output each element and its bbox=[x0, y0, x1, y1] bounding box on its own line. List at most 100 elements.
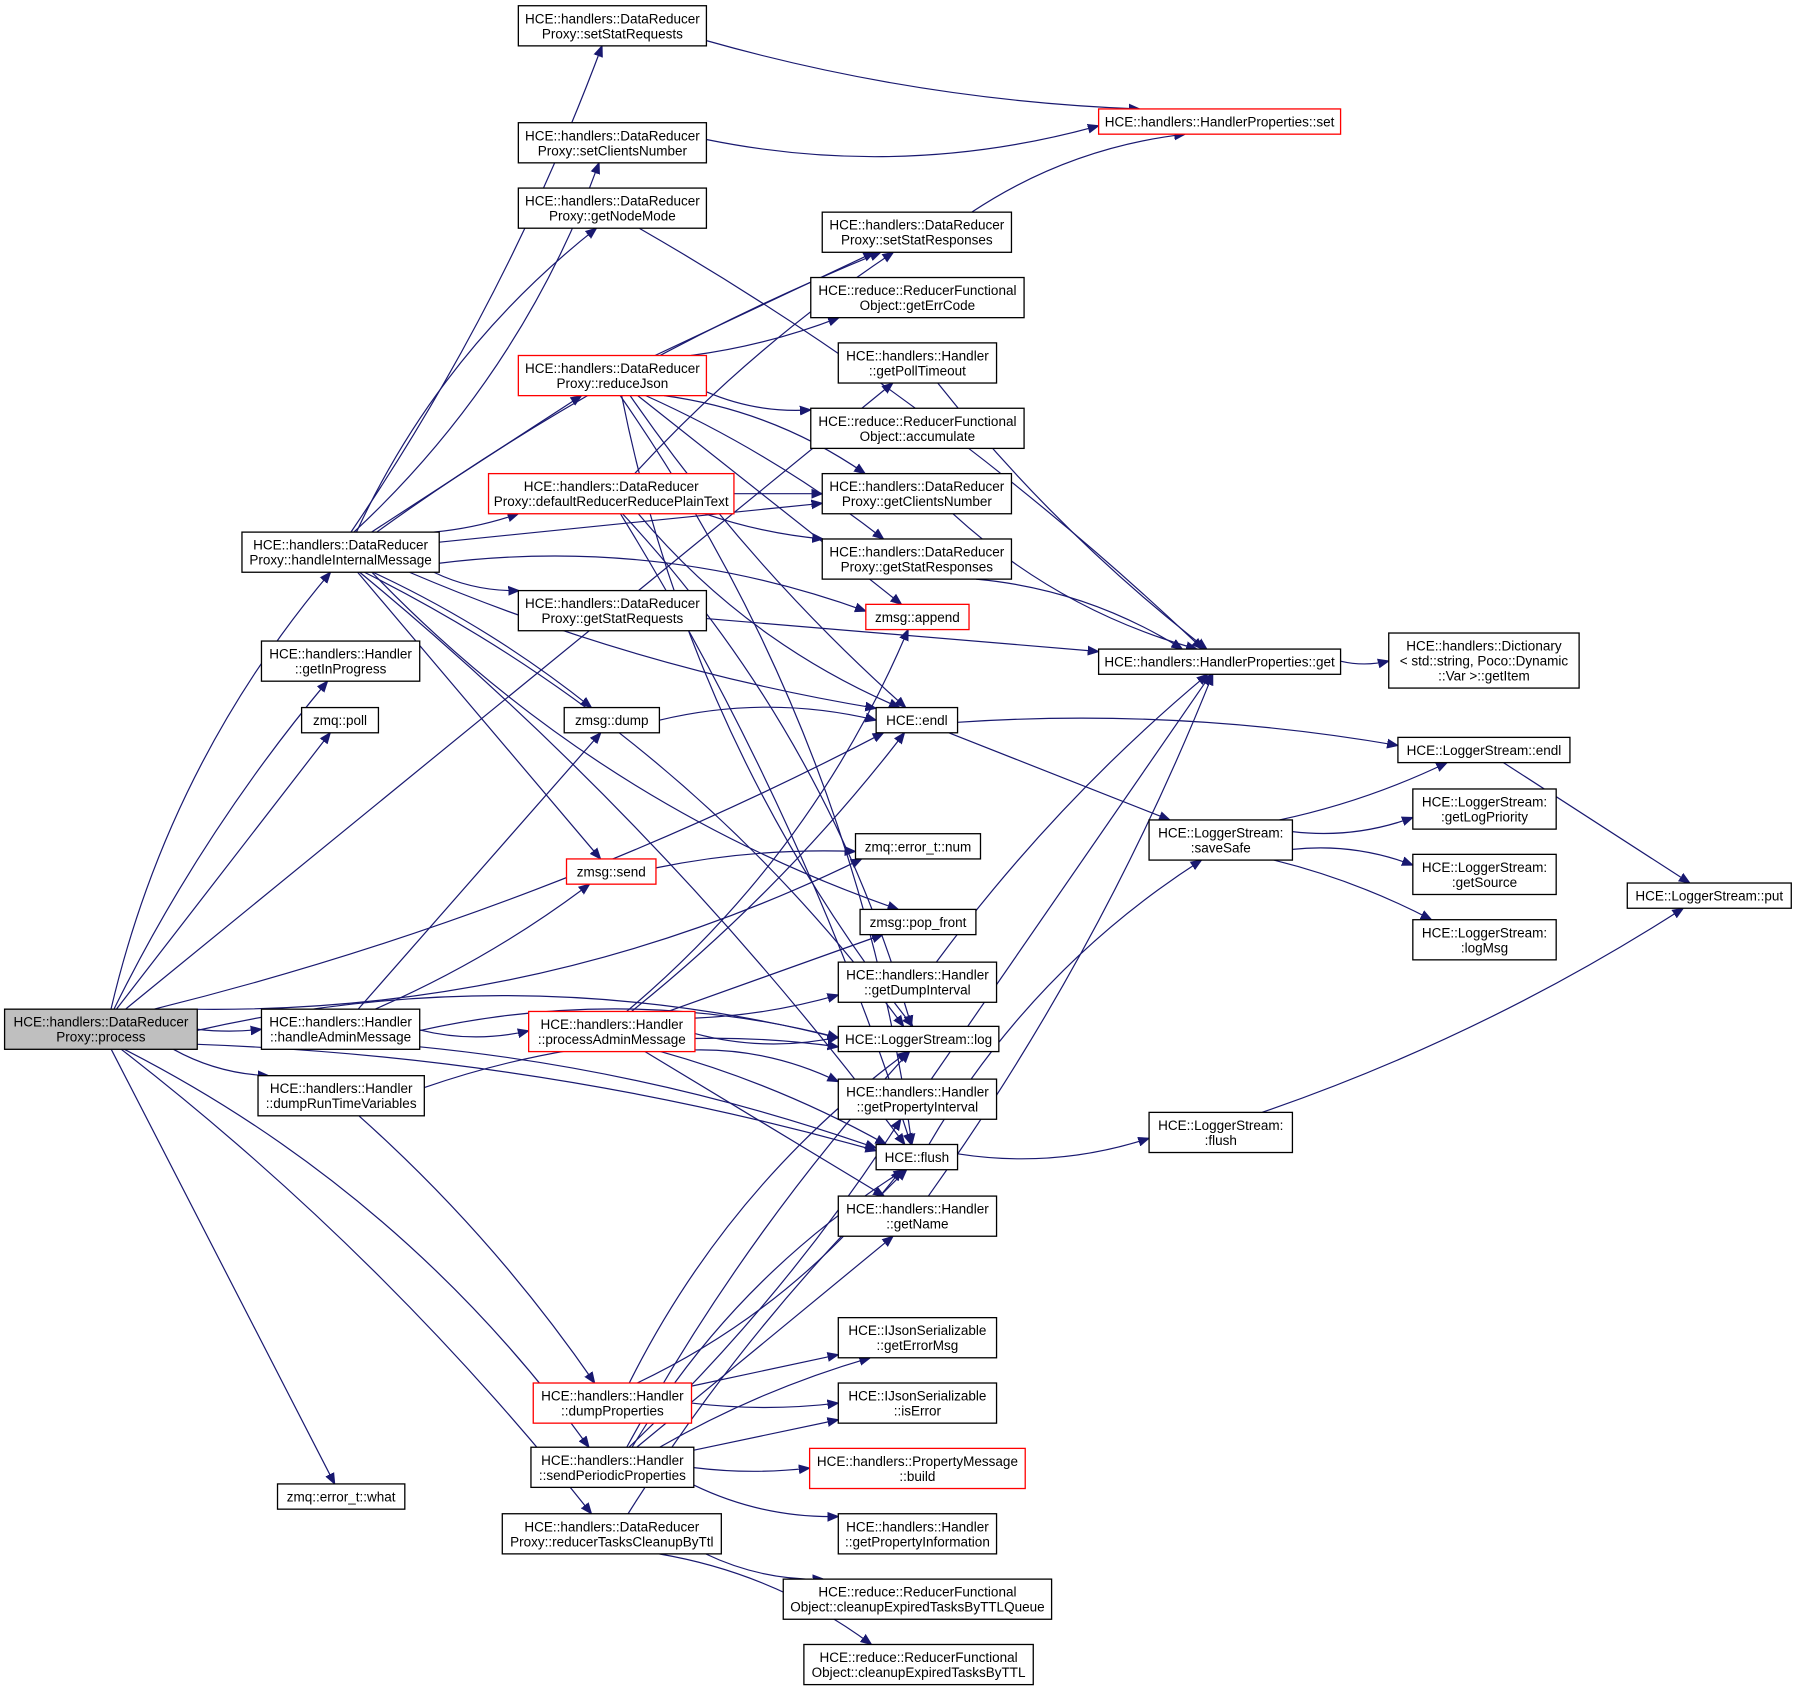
graph-node-process-admin-message[interactable]: HCE::handlers::Handler::processAdminMess… bbox=[528, 1010, 696, 1053]
graph-node-handle-internal-message[interactable]: HCE::handlers::DataReducerProxy::handleI… bbox=[241, 531, 440, 573]
graph-node-get-stat-requests[interactable]: HCE::handlers::DataReducerProxy::getStat… bbox=[517, 589, 708, 632]
node-box[interactable] bbox=[837, 1382, 998, 1424]
node-box[interactable] bbox=[501, 1513, 722, 1555]
graph-node-get-node-mode[interactable]: HCE::handlers::DataReducerProxy::getNode… bbox=[517, 187, 708, 229]
node-box[interactable] bbox=[260, 1008, 421, 1050]
node-box[interactable] bbox=[837, 1195, 998, 1237]
graph-node-pop-front[interactable]: zmsg::pop_front bbox=[859, 908, 977, 936]
node-box[interactable] bbox=[810, 276, 1025, 319]
node-box[interactable] bbox=[1148, 819, 1294, 861]
graph-node-get-dump-interval[interactable]: HCE::handlers::Handler::getDumpInterval bbox=[837, 961, 998, 1003]
node-box[interactable] bbox=[837, 1025, 1000, 1053]
node-box[interactable] bbox=[875, 706, 959, 734]
graph-node-set-stat-responses[interactable]: HCE::handlers::DataReducerProxy::setStat… bbox=[821, 211, 1013, 253]
graph-node-default-reducer[interactable]: HCE::handlers::DataReducerProxy::default… bbox=[487, 472, 735, 515]
graph-node-save-safe[interactable]: HCE::LoggerStream::saveSafe bbox=[1148, 819, 1294, 861]
graph-node-get-in-progress[interactable]: HCE::handlers::Handler::getInProgress bbox=[260, 640, 421, 682]
graph-node-send[interactable]: zmsg::send bbox=[565, 858, 657, 885]
node-box[interactable] bbox=[782, 1578, 1053, 1620]
node-box[interactable] bbox=[837, 342, 998, 384]
node-box[interactable] bbox=[821, 211, 1013, 253]
graph-node-pm-build[interactable]: HCE::handlers::PropertyMessage::build bbox=[808, 1447, 1026, 1490]
node-box[interactable] bbox=[487, 472, 735, 515]
node-box[interactable] bbox=[530, 1446, 695, 1489]
graph-node-err-what[interactable]: zmq::error_t::what bbox=[276, 1483, 406, 1510]
graph-node-get-clients-number[interactable]: HCE::handlers::DataReducerProxy::getClie… bbox=[821, 472, 1013, 515]
node-box[interactable] bbox=[260, 640, 421, 682]
graph-node-get-stat-responses[interactable]: HCE::handlers::DataReducerProxy::getStat… bbox=[821, 538, 1013, 580]
node-box[interactable] bbox=[528, 1010, 696, 1053]
node-box[interactable] bbox=[803, 1643, 1034, 1686]
graph-node-reduce-json[interactable]: HCE::handlers::DataReducerProxy::reduceJ… bbox=[517, 354, 708, 397]
graph-node-get-item[interactable]: HCE::handlers::Dictionary< std::string, … bbox=[1388, 632, 1580, 689]
graph-node-get-property-information[interactable]: HCE::handlers::Handler::getPropertyInfor… bbox=[837, 1513, 998, 1555]
node-box[interactable] bbox=[1412, 788, 1557, 830]
node-box[interactable] bbox=[1097, 108, 1342, 135]
graph-node-reducer-tasks-cleanup-by-ttl[interactable]: HCE::handlers::DataReducerProxy::reducer… bbox=[501, 1513, 722, 1555]
graph-node-is-error[interactable]: HCE::IJsonSerializable::isError bbox=[837, 1382, 998, 1424]
graph-node-ls-endl[interactable]: HCE::LoggerStream::endl bbox=[1397, 736, 1571, 764]
node-box[interactable] bbox=[3, 1008, 198, 1050]
node-box[interactable] bbox=[276, 1483, 406, 1510]
node-box[interactable] bbox=[837, 1078, 998, 1120]
graph-node-cleanup-queue[interactable]: HCE::reduce::ReducerFunctionalObject::cl… bbox=[782, 1578, 1053, 1620]
node-box[interactable] bbox=[808, 1447, 1026, 1490]
node-box[interactable] bbox=[1397, 736, 1571, 764]
graph-node-set-stat-requests[interactable]: HCE::handlers::DataReducerProxy::setStat… bbox=[517, 5, 708, 47]
graph-node-get-name[interactable]: HCE::handlers::Handler::getName bbox=[837, 1195, 998, 1237]
node-box[interactable] bbox=[517, 354, 708, 397]
node-box[interactable] bbox=[854, 833, 982, 860]
node-box[interactable] bbox=[1148, 1111, 1294, 1154]
graph-node-zmq-poll[interactable]: zmq::poll bbox=[300, 706, 380, 734]
graph-node-get-poll-timeout[interactable]: HCE::handlers::Handler::getPollTimeout bbox=[837, 342, 998, 384]
node-box[interactable] bbox=[300, 706, 380, 734]
graph-node-err-num[interactable]: zmq::error_t::num bbox=[854, 833, 982, 860]
graph-node-get-log-priority[interactable]: HCE::LoggerStream::getLogPriority bbox=[1412, 788, 1557, 830]
graph-node-get-error-msg[interactable]: HCE::IJsonSerializable::getErrorMsg bbox=[837, 1316, 998, 1359]
graph-node-hce-flush[interactable]: HCE::flush bbox=[875, 1143, 959, 1171]
node-box[interactable] bbox=[257, 1075, 425, 1117]
graph-node-hp-set[interactable]: HCE::handlers::HandlerProperties::set bbox=[1097, 108, 1342, 135]
node-box[interactable] bbox=[563, 706, 661, 734]
graph-node-cleanup-t-t-l[interactable]: HCE::reduce::ReducerFunctionalObject::cl… bbox=[803, 1643, 1034, 1686]
node-box[interactable] bbox=[1097, 648, 1342, 675]
node-box[interactable] bbox=[517, 589, 708, 632]
graph-node-ls-flush[interactable]: HCE::LoggerStream::flush bbox=[1148, 1111, 1294, 1154]
node-box[interactable] bbox=[865, 603, 970, 631]
node-box[interactable] bbox=[241, 531, 440, 573]
graph-node-get-source[interactable]: HCE::LoggerStream::getSource bbox=[1412, 853, 1557, 896]
node-box[interactable] bbox=[517, 5, 708, 47]
graph-node-dump-run-time-variables[interactable]: HCE::handlers::Handler::dumpRunTimeVaria… bbox=[257, 1075, 425, 1117]
graph-node-put[interactable]: HCE::LoggerStream::put bbox=[1626, 882, 1792, 909]
node-box[interactable] bbox=[837, 1513, 998, 1555]
node-box[interactable] bbox=[1412, 853, 1557, 896]
graph-node-log-msg[interactable]: HCE::LoggerStream::logMsg bbox=[1412, 919, 1557, 961]
node-box[interactable] bbox=[810, 407, 1025, 450]
graph-node-ls-log[interactable]: HCE::LoggerStream::log bbox=[837, 1025, 1000, 1053]
node-box[interactable] bbox=[1388, 632, 1580, 689]
graph-node-dump[interactable]: zmsg::dump bbox=[563, 706, 661, 734]
graph-node-hce-endl[interactable]: HCE::endl bbox=[875, 706, 959, 734]
node-box[interactable] bbox=[1626, 882, 1792, 909]
graph-node-set-clients-number[interactable]: HCE::handlers::DataReducerProxy::setClie… bbox=[517, 122, 708, 164]
node-box[interactable] bbox=[517, 122, 708, 164]
node-box[interactable] bbox=[859, 908, 977, 936]
node-box[interactable] bbox=[821, 472, 1013, 515]
graph-node-accumulate[interactable]: HCE::reduce::ReducerFunctionalObject::ac… bbox=[810, 407, 1025, 450]
graph-node-hp-get[interactable]: HCE::handlers::HandlerProperties::get bbox=[1097, 648, 1342, 675]
graph-node-send-periodic-properties[interactable]: HCE::handlers::Handler::sendPeriodicProp… bbox=[530, 1446, 695, 1489]
node-box[interactable] bbox=[532, 1382, 693, 1424]
node-box[interactable] bbox=[875, 1143, 959, 1171]
graph-node-get-property-interval[interactable]: HCE::handlers::Handler::getPropertyInter… bbox=[837, 1078, 998, 1120]
node-box[interactable] bbox=[1412, 919, 1557, 961]
graph-node-handle-admin-message[interactable]: HCE::handlers::Handler::handleAdminMessa… bbox=[260, 1008, 421, 1050]
graph-node-dump-properties[interactable]: HCE::handlers::Handler::dumpProperties bbox=[532, 1382, 693, 1424]
node-box[interactable] bbox=[517, 187, 708, 229]
node-box[interactable] bbox=[837, 961, 998, 1003]
graph-node-append[interactable]: zmsg::append bbox=[865, 603, 970, 631]
node-box[interactable] bbox=[821, 538, 1013, 580]
node-box[interactable] bbox=[565, 858, 657, 885]
graph-node-get-err-code[interactable]: HCE::reduce::ReducerFunctionalObject::ge… bbox=[810, 276, 1025, 319]
node-box[interactable] bbox=[837, 1316, 998, 1359]
